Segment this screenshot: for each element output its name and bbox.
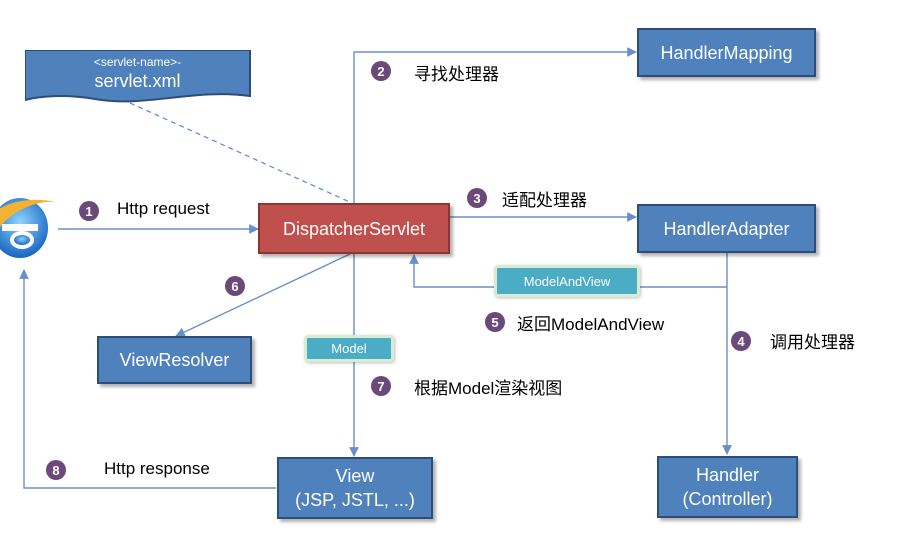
servlet-xml-label: servlet.xml bbox=[94, 71, 181, 91]
arrow-response bbox=[19, 269, 276, 489]
step-5-label: 返回ModelAndView bbox=[517, 315, 665, 334]
step-7-label: 根据Model渲染视图 bbox=[414, 379, 563, 398]
dispatcher-servlet-label: DispatcherServlet bbox=[282, 218, 426, 239]
arrow-view-resolver bbox=[175, 253, 351, 337]
step-6-badge: 6 bbox=[225, 276, 245, 296]
handler-adapter-node: HandlerAdapter bbox=[637, 204, 816, 253]
step-2-label: 寻找处理器 bbox=[414, 65, 499, 84]
arrow-handler-mapping bbox=[353, 47, 637, 203]
servlet-xml-shape bbox=[25, 50, 251, 103]
step-3-label: 适配处理器 bbox=[502, 191, 587, 210]
step-8-badge: 8 bbox=[46, 460, 66, 480]
view-resolver-label: ViewResolver bbox=[119, 350, 230, 370]
step-8-label: Http response bbox=[104, 459, 210, 478]
handler-mapping-node: HandlerMapping bbox=[637, 28, 816, 77]
dispatcher-servlet-node: DispatcherServlet bbox=[258, 203, 450, 254]
model-and-view-tag: ModelAndView bbox=[494, 265, 640, 297]
view-label: View bbox=[335, 466, 375, 486]
servlet-name-tag: <servlet-name>- bbox=[93, 55, 182, 69]
servlet-xml-node: <servlet-name>- servlet.xml bbox=[25, 54, 250, 92]
handler-node: Handler (Controller) bbox=[657, 456, 798, 518]
step-2-badge: 2 bbox=[371, 61, 391, 81]
step-4-badge: 4 bbox=[731, 331, 751, 351]
model-tag: Model bbox=[304, 335, 394, 362]
handler-mapping-label: HandlerMapping bbox=[660, 42, 793, 63]
step-1-badge: 1 bbox=[79, 201, 99, 221]
handler-label: Handler bbox=[695, 465, 760, 485]
step-7-badge: 7 bbox=[371, 376, 391, 396]
view-node: View (JSP, JSTL, ...) bbox=[277, 457, 433, 519]
handler-adapter-label: HandlerAdapter bbox=[663, 218, 790, 239]
step-4-label: 调用处理器 bbox=[770, 333, 855, 352]
step-5-badge: 5 bbox=[485, 312, 505, 332]
internet-explorer-icon bbox=[0, 198, 56, 258]
config-dashed-link bbox=[129, 102, 353, 204]
step-3-badge: 3 bbox=[467, 188, 487, 208]
handler-sublabel: (Controller) bbox=[682, 489, 773, 509]
view-resolver-node: ViewResolver bbox=[97, 336, 252, 384]
step-1-label: Http request bbox=[117, 199, 210, 218]
view-sublabel: (JSP, JSTL, ...) bbox=[295, 490, 415, 510]
